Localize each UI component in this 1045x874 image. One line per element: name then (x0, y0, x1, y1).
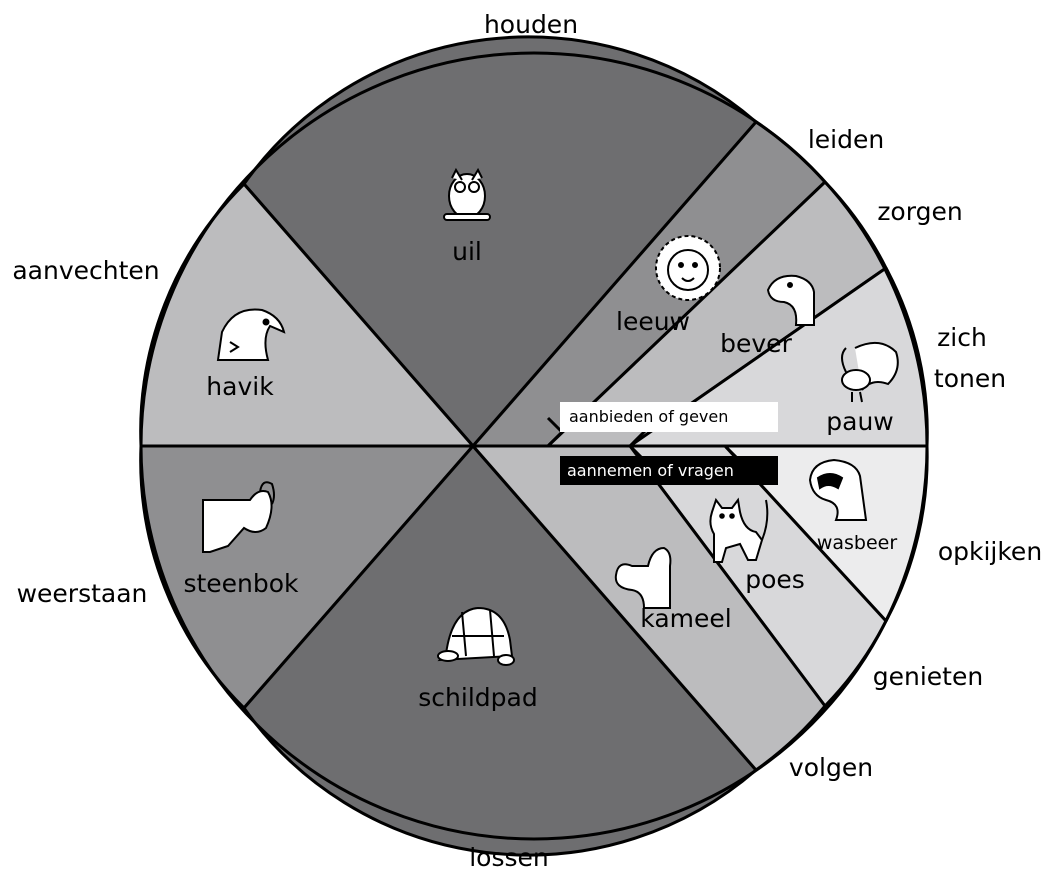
outer-zich: zich (937, 323, 987, 352)
ibex-icon (202, 481, 275, 553)
cat-icon (709, 497, 769, 563)
outer-zorgen: zorgen (877, 197, 962, 226)
label-pauw: pauw (826, 407, 893, 436)
outer-lossen: lossen (469, 843, 549, 872)
outer-tonen: tonen (934, 364, 1006, 393)
outer-houden: houden (484, 10, 578, 39)
outer-ring (139, 51, 929, 841)
label-schildpad: schildpad (418, 683, 537, 712)
icons (202, 167, 899, 666)
raccoon-icon (808, 458, 868, 521)
take-band (560, 456, 778, 485)
label-wasbeer: wasbeer (817, 532, 898, 554)
give-band (560, 402, 778, 432)
outer-aanvechten: aanvechten (12, 256, 159, 285)
label-uil: uil (452, 237, 482, 266)
turtle-icon (437, 606, 515, 666)
label-leeuw: leeuw (616, 307, 690, 336)
label-havik: havik (206, 372, 274, 401)
peacock-icon (841, 341, 899, 403)
beaver-icon (766, 274, 815, 326)
label-kameel: kameel (640, 604, 731, 633)
outer-labels: houden leiden zorgen zich tonen aanvecht… (12, 10, 1042, 872)
camel-icon (614, 546, 672, 609)
owl-icon (443, 167, 491, 221)
hawk-icon (216, 308, 286, 361)
center-bands: aanbieden of geven aannemen of vragen (560, 402, 778, 485)
outer-leiden: leiden (808, 125, 884, 154)
outer-weerstaan: weerstaan (17, 579, 148, 608)
outer-volgen: volgen (789, 753, 873, 782)
lion-icon (655, 235, 721, 301)
take-band-label: aannemen of vragen (567, 461, 734, 480)
give-band-label: aanbieden of geven (569, 407, 728, 426)
sector-houden (242, 35, 758, 448)
label-bever: bever (720, 329, 792, 358)
outer-opkijken: opkijken (938, 537, 1042, 566)
label-steenbok: steenbok (183, 569, 299, 598)
animal-labels: uil havik steenbok schildpad leeuw bever… (183, 237, 897, 712)
label-poes: poes (745, 565, 805, 594)
outer-genieten: genieten (873, 662, 983, 691)
